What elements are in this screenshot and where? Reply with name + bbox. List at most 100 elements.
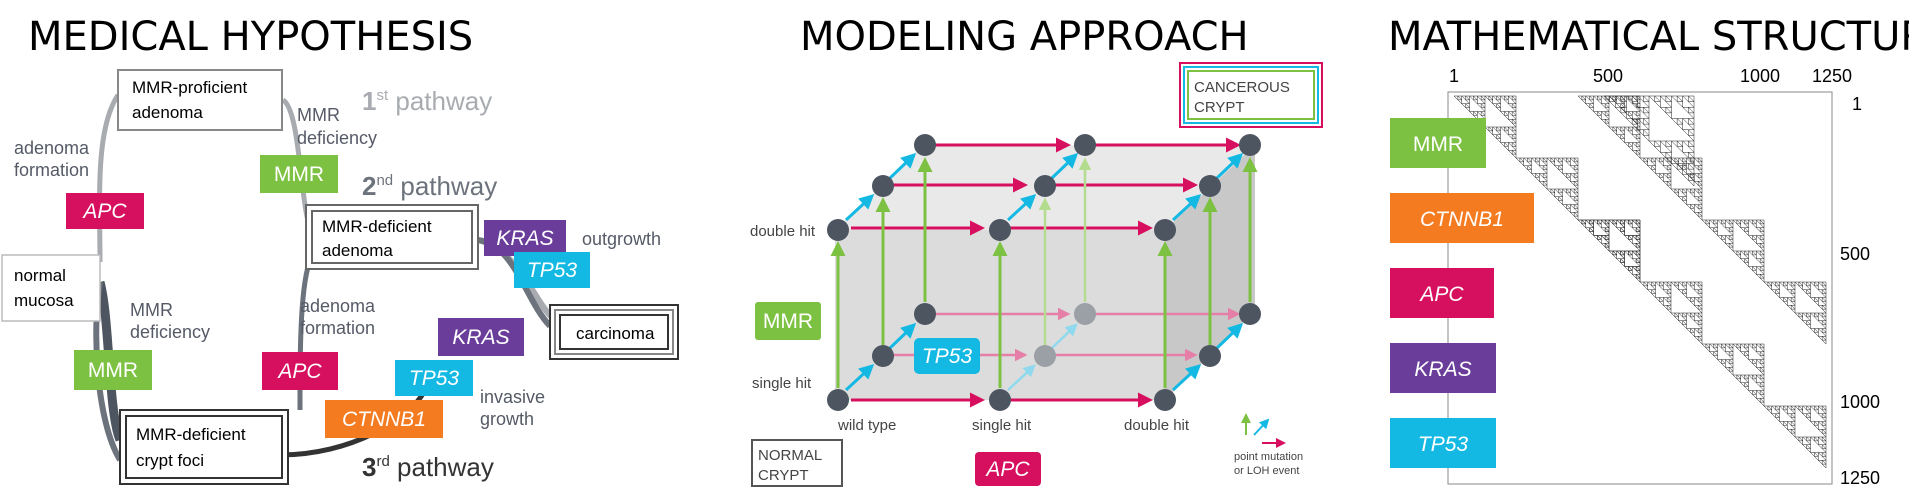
matrix-cell — [1759, 277, 1765, 283]
matrix-cell — [1678, 188, 1683, 194]
matrix-cell — [1658, 285, 1664, 291]
matrix-cell — [1790, 293, 1796, 299]
matrix-cell — [1480, 107, 1486, 113]
matrix-cell — [1821, 448, 1827, 454]
matrix-cell — [1751, 390, 1757, 395]
matrix-cell — [1751, 359, 1757, 364]
matrix-cell — [1759, 274, 1765, 279]
matrix-cell — [1755, 235, 1761, 240]
matrix-cell — [1798, 440, 1803, 446]
matrix-cell — [1639, 281, 1645, 287]
matrix-cell — [1620, 134, 1625, 140]
matrix-cell — [1651, 281, 1656, 287]
matrix-cell — [1697, 328, 1703, 333]
matrix-cell — [1604, 243, 1610, 248]
matrix-cell — [1821, 339, 1827, 345]
matrix-cell — [1744, 374, 1749, 380]
matrix-cell — [1496, 126, 1501, 132]
matrix-cell — [1627, 130, 1633, 136]
matrix-cell — [1713, 223, 1718, 229]
matrix-cell — [1627, 239, 1633, 244]
gene-mmr-1-text: MMR — [274, 163, 324, 186]
gene-kras-math-text: KRAS — [1414, 358, 1471, 381]
matrix-cell — [1817, 336, 1823, 341]
matrix-cell — [1682, 152, 1689, 159]
matrix-cell — [1492, 134, 1497, 140]
matrix-cell — [1782, 281, 1788, 287]
matrix-cell — [1790, 301, 1796, 306]
matrix-cell — [1724, 235, 1730, 240]
matrix-cell — [1635, 235, 1641, 240]
matrix-cell — [1697, 188, 1703, 194]
matrix-cell — [1658, 297, 1664, 302]
matrix-cell — [1596, 223, 1602, 229]
gene-apc-model-text: APC — [984, 458, 1030, 481]
tick-right-500: 500 — [1840, 244, 1870, 264]
matrix-cell — [1817, 421, 1823, 426]
gene-mmr-2-text: MMR — [88, 359, 138, 382]
matrix-cell — [1821, 328, 1827, 333]
matrix-cell — [1635, 266, 1641, 271]
matrix-cell — [1654, 297, 1660, 302]
matrix-cell — [1821, 413, 1827, 419]
matrix-cell — [1499, 95, 1505, 101]
matrix-cell — [1697, 324, 1703, 330]
tick-top-1250: 1250 — [1812, 66, 1852, 86]
matrix-cell — [1697, 215, 1703, 221]
matrix-cell — [1687, 152, 1695, 159]
matrix-cell — [1676, 146, 1683, 153]
matrix-cell — [1790, 421, 1796, 426]
matrix-cell — [1693, 196, 1699, 202]
matrix-cell — [1697, 316, 1703, 322]
matrix-cell — [1631, 235, 1637, 240]
matrix-cell — [1457, 99, 1462, 105]
matrix-cell — [1682, 200, 1687, 206]
matrix-cell — [1569, 204, 1575, 209]
matrix-cell — [1813, 297, 1819, 302]
matrix-cell — [1642, 107, 1650, 114]
matrix-cell — [1744, 223, 1749, 229]
label-double-hit-left: double hit — [750, 223, 816, 240]
matrix-cell — [1682, 118, 1689, 125]
matrix-cell — [1565, 173, 1571, 178]
matrix-cell — [1592, 95, 1598, 101]
matrix-cell — [1720, 239, 1726, 244]
matrix-cell — [1798, 285, 1803, 291]
matrix-cell — [1561, 204, 1567, 209]
matrix-cell — [1534, 173, 1540, 178]
matrix-cell — [1659, 152, 1667, 159]
matrix-cell — [1612, 223, 1617, 229]
matrix-cell — [1813, 440, 1819, 446]
matrix-cell — [1507, 134, 1513, 140]
matrix-cell — [1600, 95, 1606, 101]
matrix-cell — [1503, 130, 1509, 136]
matrix-cell — [1581, 95, 1586, 101]
matrix-cell — [1821, 456, 1827, 461]
matrix-cell — [1662, 289, 1668, 295]
matrix-cell — [1817, 452, 1823, 457]
matrix-cell — [1620, 107, 1625, 113]
matrix-cell — [1592, 235, 1598, 240]
matrix-cell — [1724, 243, 1730, 248]
matrix-cell — [1666, 165, 1672, 171]
matrix-cell — [1821, 324, 1827, 330]
matrix-cell — [1720, 359, 1726, 364]
matrix-cell — [1751, 239, 1757, 244]
matrix-cell — [1665, 112, 1672, 120]
matrix-cell — [1682, 107, 1689, 114]
matrix-cell — [1682, 196, 1687, 202]
matrix-cell — [1612, 254, 1617, 260]
matrix-cell — [1538, 157, 1544, 163]
matrix-cell — [1687, 135, 1695, 142]
matrix-cell — [1687, 140, 1695, 148]
matrix-cell — [1740, 343, 1745, 349]
matrix-cell — [1759, 250, 1765, 256]
gene-apc-1-text: APC — [81, 200, 127, 223]
matrix-cell — [1794, 281, 1800, 287]
tick-right-1000: 1000 — [1840, 392, 1880, 412]
matrix-cell — [1697, 297, 1703, 302]
matrix-cell — [1817, 460, 1823, 465]
matrix-cell — [1751, 219, 1757, 225]
matrix-cell — [1596, 219, 1602, 225]
matrix-cell — [1635, 227, 1641, 233]
